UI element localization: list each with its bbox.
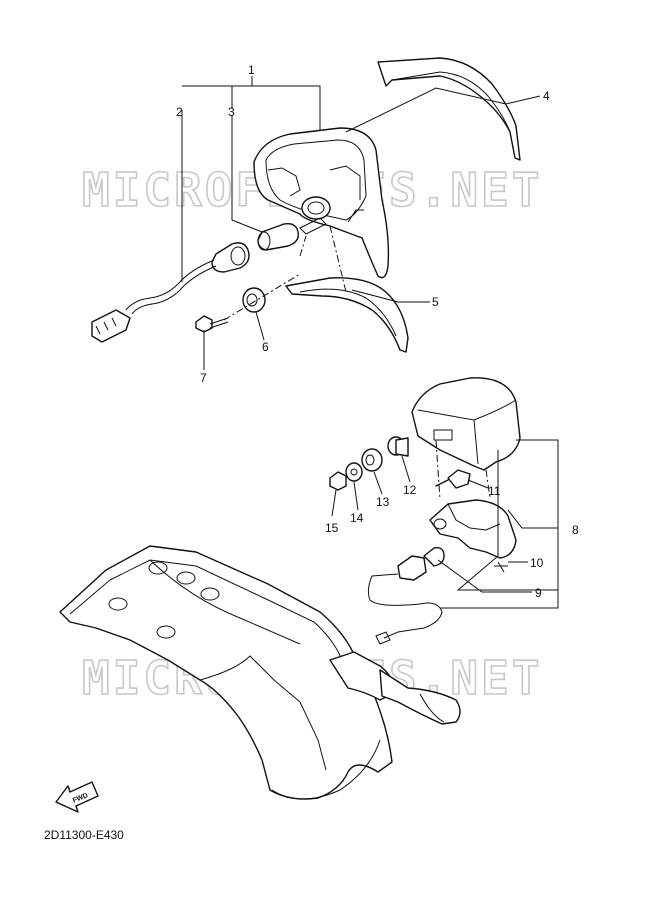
leader-lines	[181, 76, 559, 609]
part-14-washer	[345, 462, 363, 482]
callout-11: 11	[488, 484, 501, 498]
callout-1: 1	[248, 63, 255, 77]
callout-4: 4	[543, 89, 550, 103]
part-5-lower-cover	[285, 277, 409, 353]
callout-12: 12	[403, 483, 417, 497]
part-10-bracket	[429, 499, 517, 573]
part-12-collar	[387, 436, 409, 457]
assembly-line-lower-2	[485, 469, 491, 499]
part-4-upper-cover	[377, 57, 521, 161]
callout-10: 10	[530, 556, 544, 570]
part-13-grommet	[361, 448, 383, 472]
fwd-arrow-icon: FWD	[55, 781, 99, 813]
assembly-line-upper-3	[299, 235, 307, 257]
callout-8: 8	[572, 523, 579, 537]
callout-3: 3	[228, 105, 235, 119]
callout-13: 13	[376, 495, 390, 509]
diagram-code: 2D11300-E430	[44, 828, 124, 842]
callout-2: 2	[176, 105, 183, 119]
assembly-line-upper-2	[329, 225, 347, 293]
callout-9: 9	[535, 586, 542, 600]
part-7-screw	[195, 315, 229, 333]
part-1-tail-light-housing	[253, 127, 390, 279]
part-9-socket-cord	[367, 546, 445, 645]
part-2-socket-cord	[91, 242, 250, 343]
callout-15: 15	[325, 521, 339, 535]
part-15-nut	[329, 471, 347, 491]
part-11-screw	[435, 469, 471, 489]
callout-6: 6	[262, 340, 269, 354]
turn-signal	[329, 651, 461, 725]
part-6-grommet	[242, 287, 266, 313]
callout-14: 14	[350, 511, 364, 525]
part-8-license-light	[411, 377, 521, 471]
part-3-bulb	[257, 222, 299, 251]
callout-7: 7	[200, 371, 207, 385]
assembly-line-lower-1	[435, 439, 441, 501]
callout-5: 5	[432, 295, 439, 309]
